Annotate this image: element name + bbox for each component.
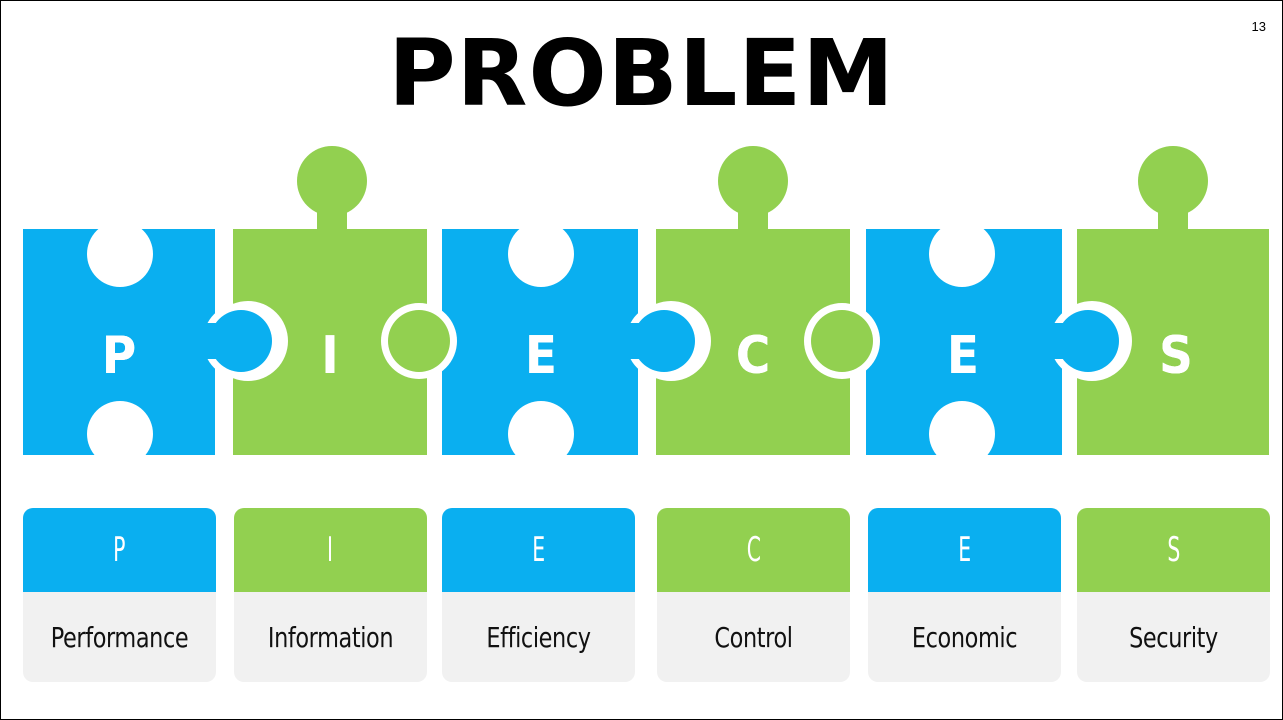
puzzle-piece-2: I xyxy=(208,146,427,455)
puzzle-letter-2: I xyxy=(321,326,338,386)
card-letter: C xyxy=(657,508,850,592)
puzzle-letter-1: P xyxy=(102,326,136,386)
puzzle-letter-6-top: S xyxy=(1159,326,1193,386)
slide-title: PROBLEM xyxy=(388,20,895,127)
card-control: C Control xyxy=(657,508,850,682)
puzzle-letter-4-top: C xyxy=(736,326,770,386)
card-label: Economic xyxy=(911,620,1018,654)
card-label: Efficiency xyxy=(486,620,591,654)
card-security: S Security xyxy=(1077,508,1270,682)
puzzle-letter-3-top: E xyxy=(525,326,557,386)
card-label: Performance xyxy=(50,620,189,654)
card-letter: E xyxy=(868,508,1061,592)
card-label: Control xyxy=(714,620,793,654)
card-economic: E Economic xyxy=(868,508,1061,682)
puzzle-piece-4: C xyxy=(631,146,850,455)
card-letter: E xyxy=(442,508,635,592)
page-number: 13 xyxy=(1251,19,1266,34)
card-performance: P Performance xyxy=(23,508,216,682)
card-letter: I xyxy=(234,508,427,592)
puzzle-letter-2-top: I xyxy=(321,326,338,386)
puzzle-letter-3: E xyxy=(525,326,557,386)
card-label: Information xyxy=(267,620,394,654)
puzzle-letter-5-top: E xyxy=(947,326,979,386)
puzzle-letter-5: E xyxy=(947,326,979,386)
puzzle-piece-5: E xyxy=(866,221,1062,467)
puzzle-piece-3: E xyxy=(442,221,638,467)
card-efficiency: E Efficiency xyxy=(442,508,635,682)
puzzle-letter-1-top: P xyxy=(102,326,136,386)
puzzle-letter-4: C xyxy=(736,326,770,386)
puzzle-letter-6: S xyxy=(1159,326,1193,386)
card-label: Security xyxy=(1129,620,1218,654)
puzzle-piece-1: P xyxy=(23,221,215,467)
puzzle-piece-6: S xyxy=(1052,146,1269,455)
card-information: I Information xyxy=(234,508,427,682)
card-letter: S xyxy=(1077,508,1270,592)
card-letter: P xyxy=(23,508,216,592)
